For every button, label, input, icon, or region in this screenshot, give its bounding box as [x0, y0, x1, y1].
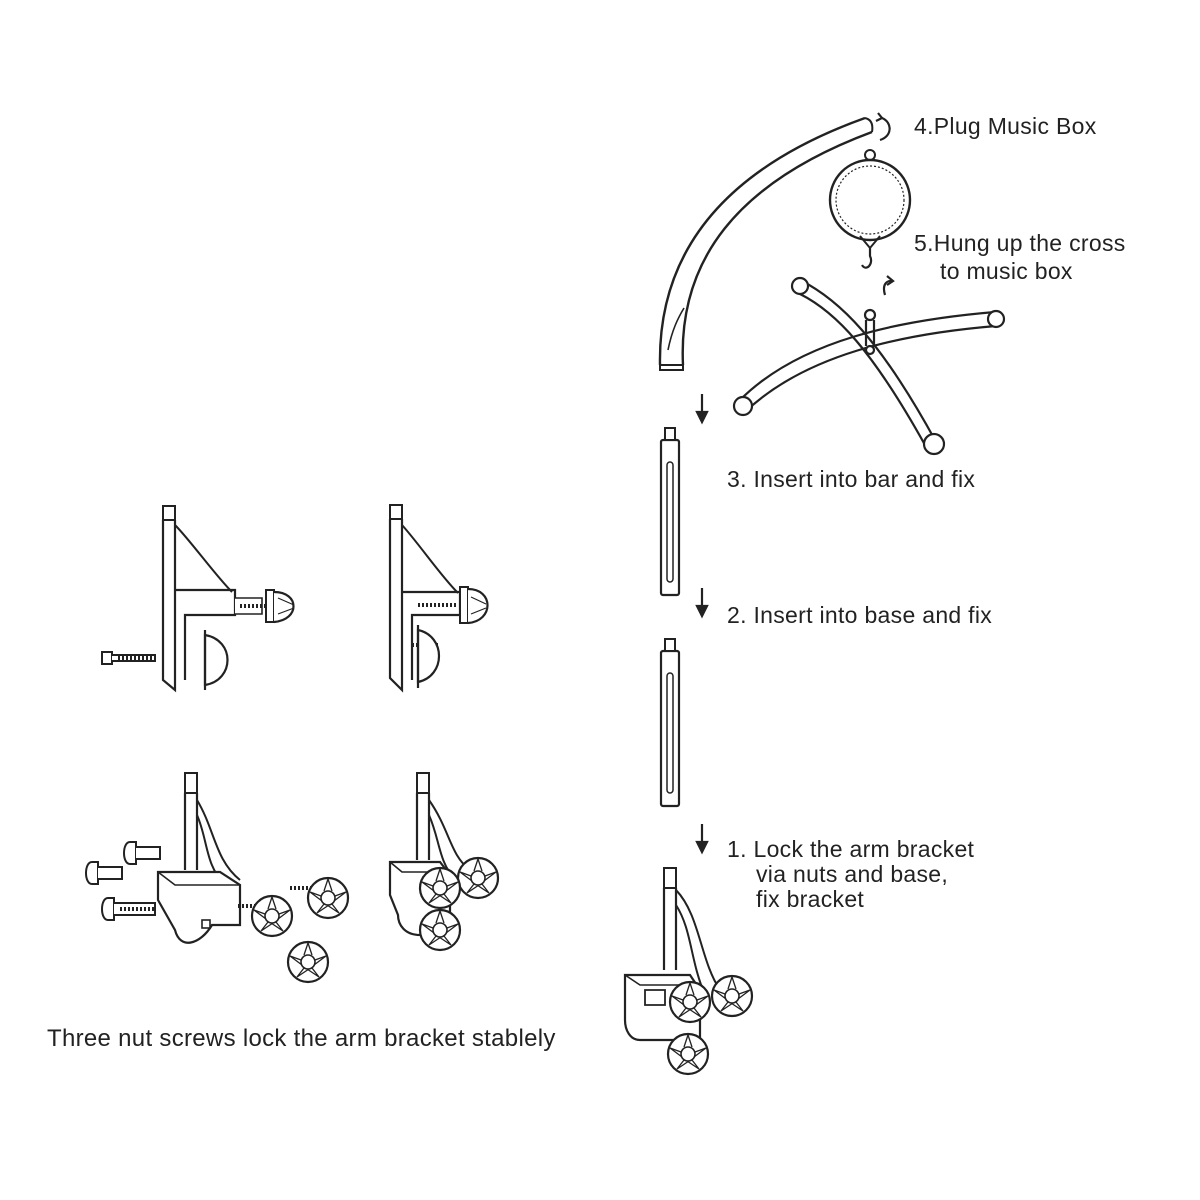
cross-bar [732, 276, 1006, 456]
down-arrow-icon [695, 394, 709, 425]
side-view-exploded [101, 505, 295, 693]
assembled-bracket-right [623, 867, 754, 1076]
curved-arm [658, 116, 874, 371]
down-arrow-icon [695, 824, 709, 855]
step-3-label: 3. Insert into bar and fix [727, 466, 976, 492]
step-1-label-line3: fix bracket [756, 886, 865, 912]
exploded-bracket [85, 772, 350, 984]
lower-pole [659, 637, 681, 808]
side-view-assembled [388, 504, 489, 693]
music-box [828, 149, 912, 269]
step-4-label: 4.Plug Music Box [914, 113, 1097, 139]
down-arrow-icon [695, 588, 709, 619]
step-1-label-line2: via nuts and base, [756, 861, 949, 887]
upper-pole [659, 426, 681, 597]
step-1-label: 1. Lock the arm bracket [727, 836, 975, 862]
step-5-label: 5.Hung up the cross [914, 230, 1126, 256]
step-2-label: 2. Insert into base and fix [727, 602, 993, 628]
caption: Three nut screws lock the arm bracket st… [47, 1025, 556, 1052]
step-5-label-line2: to music box [940, 258, 1073, 284]
assembled-bracket-left [388, 772, 500, 952]
curved-arrow-icon [875, 112, 891, 142]
curved-arrow-icon [882, 275, 895, 296]
